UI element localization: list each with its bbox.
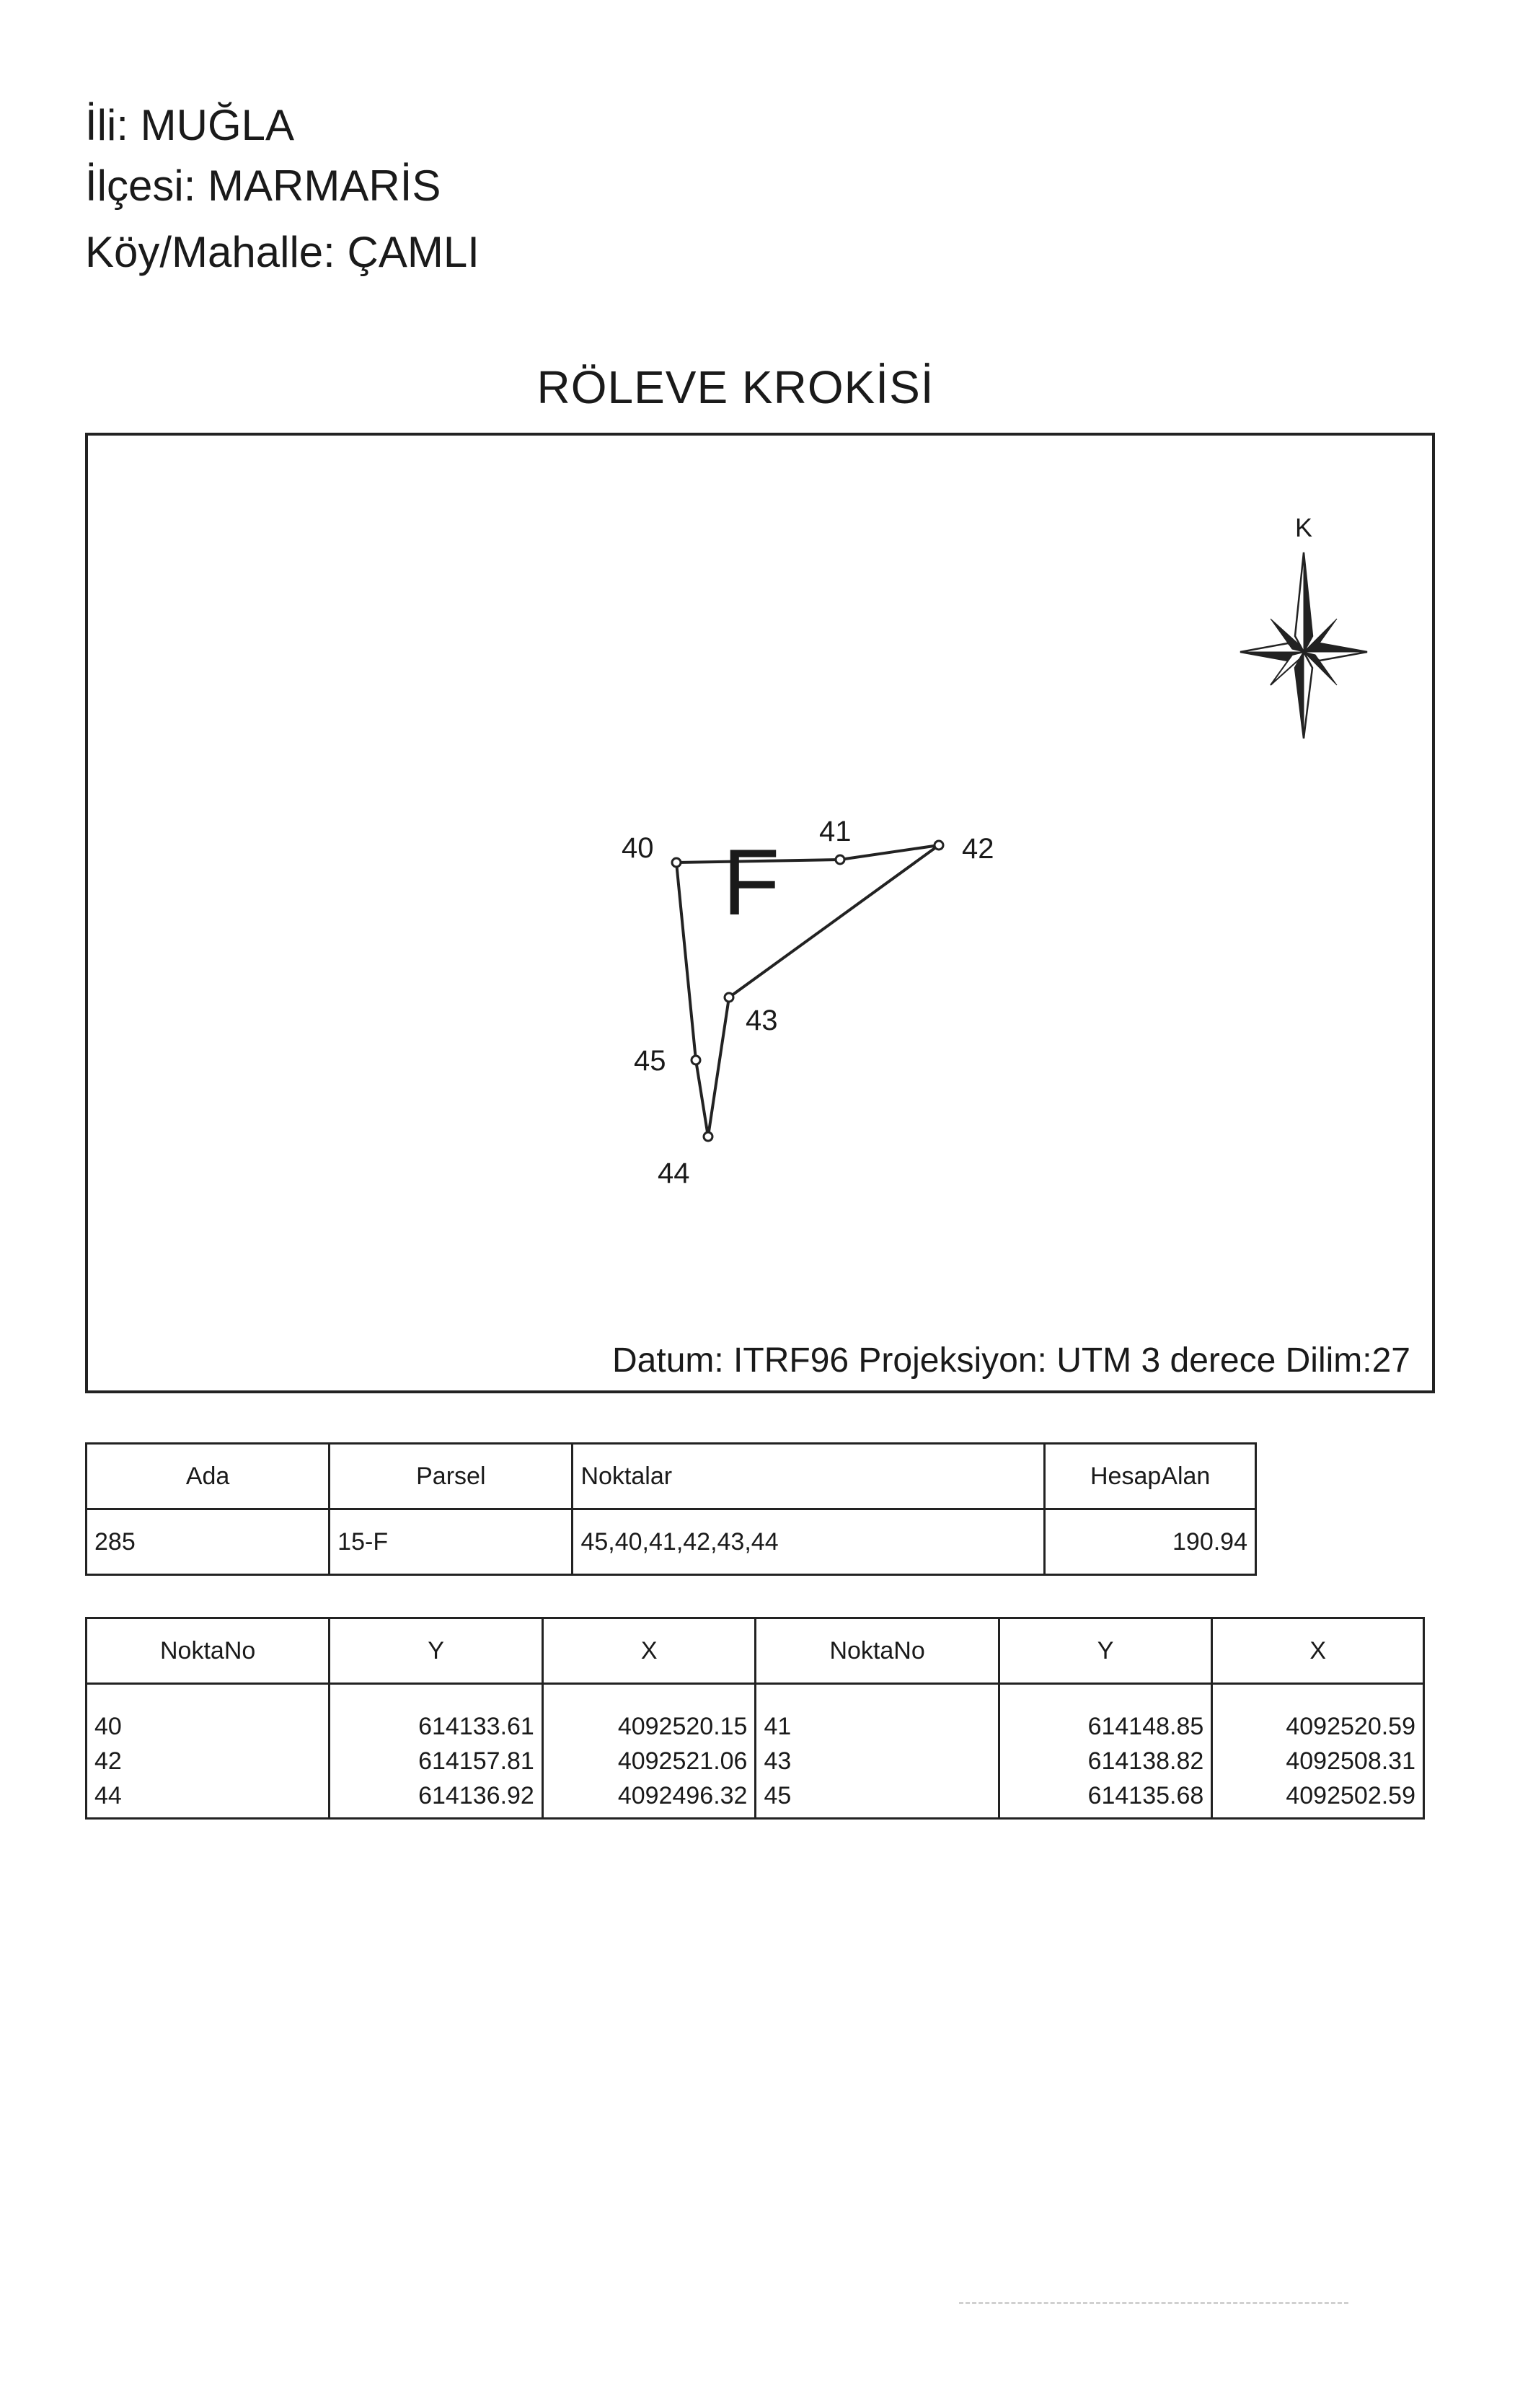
compass-rose-icon: K: [1240, 513, 1368, 739]
cell-noktalar: 45,40,41,42,43,44: [571, 1508, 1046, 1576]
survey-point-40: 40: [622, 832, 682, 868]
scan-artifact-divider: [959, 2302, 1348, 2304]
x-column-2: 4092520.59 4092508.31 4092502.59: [1211, 1682, 1425, 1820]
list-item: 614157.81: [418, 1747, 534, 1775]
survey-point-44: 44: [658, 1131, 714, 1189]
village-label: Köy/Mahalle: ÇAMLI: [85, 228, 480, 276]
point-label-44: 44: [658, 1157, 690, 1189]
parcel-letter: F: [723, 829, 779, 935]
col-header-x-2: X: [1211, 1617, 1425, 1685]
list-item: 42: [94, 1747, 122, 1775]
parcel-info-header-row: Ada Parsel Noktalar HesapAlan: [84, 1442, 1257, 1510]
x-column-1: 4092520.15 4092521.06 4092496.32: [541, 1682, 757, 1820]
sketch-canvas: K F 40 41 42 43 44 45: [622, 513, 1368, 1189]
list-item: 4092520.15: [617, 1713, 748, 1740]
parcel-boundary: [674, 844, 940, 1137]
y-column-1: 614133.61 614157.81 614136.92: [328, 1682, 544, 1820]
survey-point-43: 43: [723, 992, 778, 1036]
north-label: K: [1295, 513, 1312, 542]
survey-sketch-frame: K F 40 41 42 43 44 45 Datum: ITRF96 Proj…: [85, 433, 1435, 1393]
col-header-ada: Ada: [84, 1442, 331, 1510]
list-item: 614136.92: [418, 1782, 534, 1809]
cell-ada: 285: [84, 1508, 331, 1576]
col-header-parsel: Parsel: [328, 1442, 574, 1510]
noktano-column-1: 40 42 44: [84, 1682, 331, 1820]
col-header-hesapalan: HesapAlan: [1043, 1442, 1257, 1510]
cell-parsel: 15-F: [328, 1508, 574, 1576]
coordinates-table: NoktaNo Y X NoktaNo Y X 40 42 44 614133.…: [84, 1617, 1425, 1820]
y-column-2: 614148.85 614138.82 614135.68: [997, 1682, 1214, 1820]
list-item: 614138.82: [1087, 1747, 1204, 1775]
col-header-noktano-1: NoktaNo: [84, 1617, 331, 1685]
list-item: 614148.85: [1087, 1713, 1204, 1740]
list-item: 614135.68: [1087, 1782, 1204, 1809]
list-item: 45: [764, 1782, 792, 1809]
cell-hesapalan: 190.94: [1043, 1508, 1257, 1576]
list-item: 614133.61: [418, 1713, 534, 1740]
noktano-column-2: 41 43 45: [754, 1682, 1000, 1820]
point-label-45: 45: [634, 1045, 666, 1077]
col-header-noktano-2: NoktaNo: [754, 1617, 1000, 1685]
list-item: 4092502.59: [1286, 1782, 1415, 1809]
list-item: 43: [764, 1747, 792, 1775]
document-title: RÖLEVE KROKİSİ: [536, 361, 935, 413]
list-item: 41: [764, 1713, 792, 1740]
list-item: 4092508.31: [1286, 1747, 1415, 1775]
col-header-x-1: X: [541, 1617, 757, 1685]
point-label-41: 41: [819, 816, 852, 847]
province-label: İli: MUĞLA: [85, 101, 295, 149]
col-header-noktalar: Noktalar: [571, 1442, 1046, 1510]
point-label-42: 42: [962, 833, 994, 865]
table-row: 285 15-F 45,40,41,42,43,44 190.94: [84, 1508, 1257, 1576]
point-label-43: 43: [746, 1005, 778, 1036]
list-item: 4092520.59: [1286, 1713, 1415, 1740]
point-label-40: 40: [622, 832, 654, 864]
list-item: 40: [94, 1713, 122, 1740]
coordinates-header-row: NoktaNo Y X NoktaNo Y X: [84, 1617, 1425, 1685]
list-item: 44: [94, 1782, 122, 1809]
coordinates-body-row: 40 42 44 614133.61 614157.81 614136.92 4…: [84, 1682, 1425, 1820]
survey-point-42: 42: [933, 833, 994, 865]
col-header-y-1: Y: [328, 1617, 544, 1685]
datum-projection-note: Datum: ITRF96 Projeksiyon: UTM 3 derece …: [612, 1341, 1410, 1380]
col-header-y-2: Y: [997, 1617, 1214, 1685]
list-item: 4092521.06: [617, 1747, 748, 1775]
list-item: 4092496.32: [617, 1782, 748, 1809]
district-label: İlçesi: MARMARİS: [85, 162, 441, 210]
survey-point-41: 41: [819, 816, 852, 865]
parcel-info-table: Ada Parsel Noktalar HesapAlan 285 15-F 4…: [84, 1442, 1257, 1576]
survey-point-45: 45: [634, 1045, 702, 1077]
